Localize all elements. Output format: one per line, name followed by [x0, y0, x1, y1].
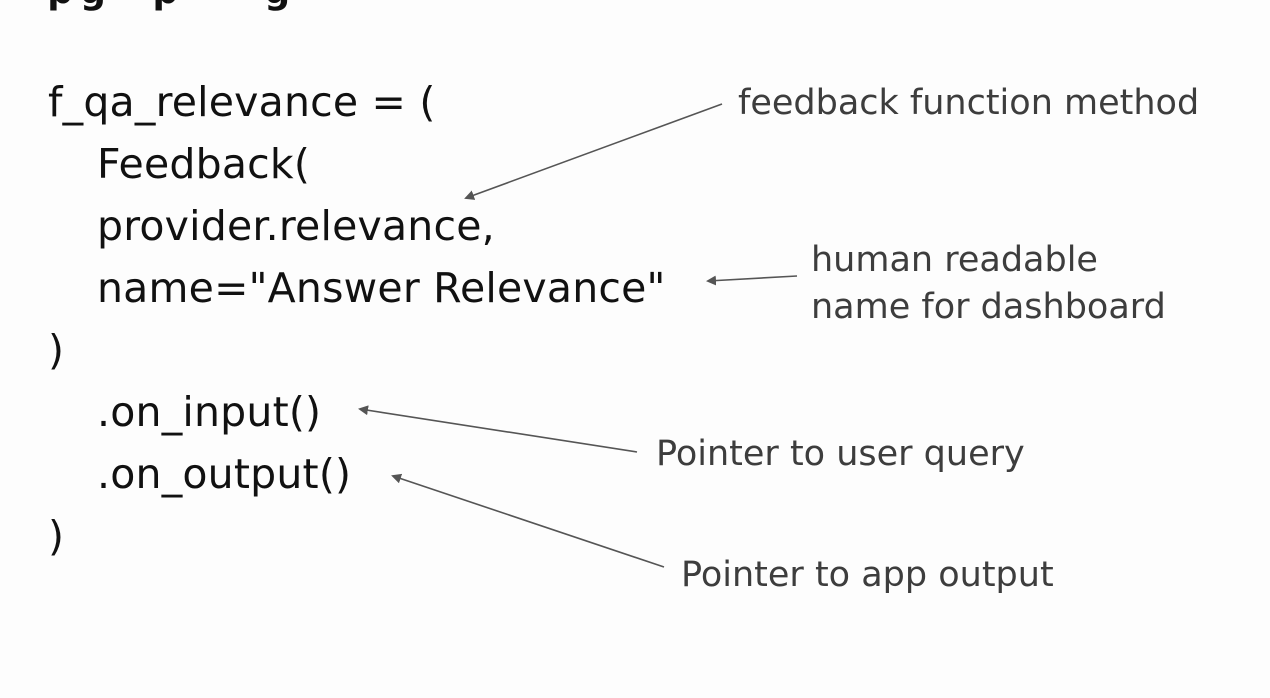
arrow-to-name [706, 275, 798, 286]
arrow-to-on-output [391, 473, 665, 568]
code-line-feedback: Feedback( [97, 140, 311, 188]
arrow-to-on-input [358, 405, 638, 453]
code-line-close-paren: ) [48, 512, 65, 560]
code-line-provider: provider.relevance, [97, 202, 495, 250]
annotation-readable-name-1: human readable [811, 240, 1098, 280]
code-line-close-feedback: ) [48, 326, 65, 374]
cropped-heading: p g p g [40, 0, 290, 10]
code-line-name: name="Answer Relevance" [97, 264, 666, 312]
arrow-to-provider [464, 103, 723, 200]
code-line-on-output: .on_output() [97, 450, 352, 498]
annotation-user-query: Pointer to user query [656, 434, 1025, 474]
annotation-feedback-method: feedback function method [738, 83, 1200, 123]
code-line-on-input: .on_input() [97, 388, 322, 436]
annotation-readable-name-2: name for dashboard [811, 287, 1166, 327]
code-line-assignment: f_qa_relevance = ( [48, 78, 436, 126]
annotation-app-output: Pointer to app output [681, 555, 1054, 595]
